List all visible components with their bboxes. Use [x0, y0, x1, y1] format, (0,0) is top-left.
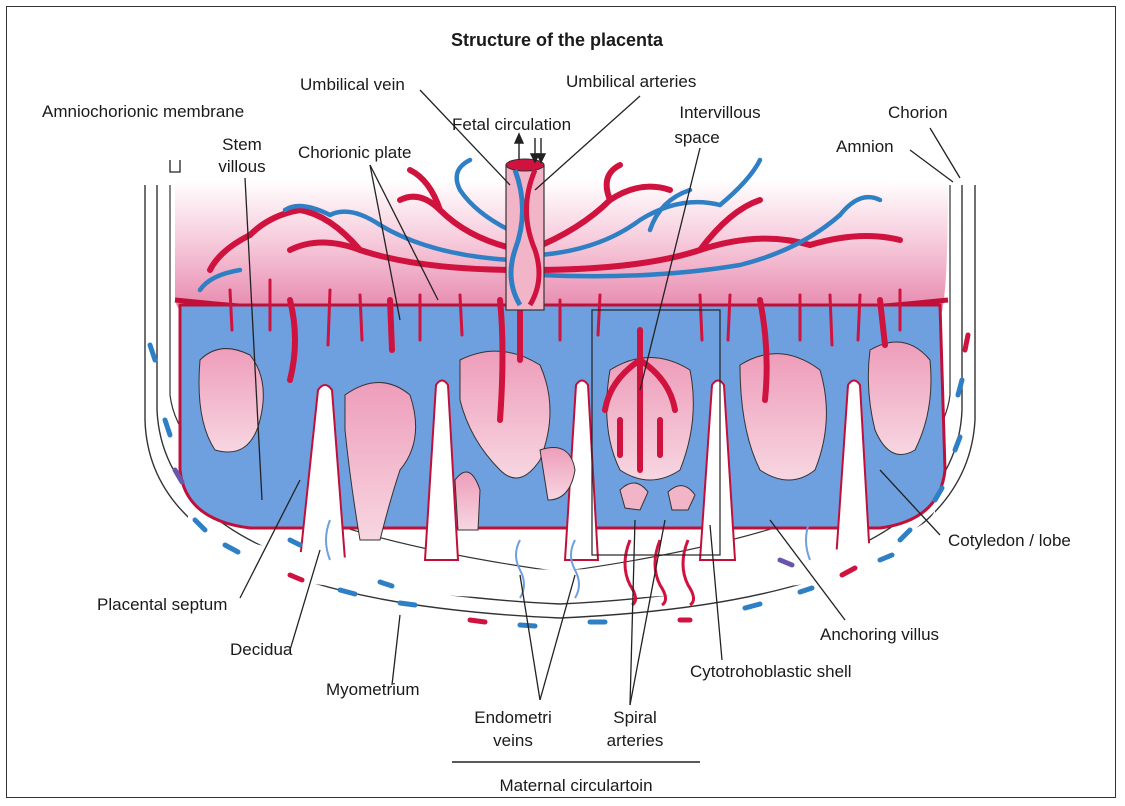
label-cotyledon-lobe: Cotyledon / lobe	[948, 531, 1071, 550]
umbilical-cord	[506, 159, 544, 310]
label-decidua: Decidua	[230, 640, 293, 659]
label-placental-septum: Placental septum	[97, 595, 227, 614]
fetal-circulation-arrows	[515, 134, 545, 162]
label-intervillous-2: space	[674, 128, 719, 147]
label-anchoring-villus: Anchoring villus	[820, 625, 939, 644]
label-amniochorionic-membrane: Amniochorionic membrane	[42, 102, 244, 121]
label-chorionic-plate: Chorionic plate	[298, 143, 411, 162]
label-cytotrophoblastic-shell: Cytotrohoblastic shell	[690, 662, 852, 681]
label-spiral-arteries-1: Spiral	[613, 708, 656, 727]
label-umbilical-vein: Umbilical vein	[300, 75, 405, 94]
label-stem-villous-2: villous	[218, 157, 265, 176]
label-endometrial-veins-2: veins	[493, 731, 533, 750]
label-fetal-circulation: Fetal circulation	[452, 115, 571, 134]
label-umbilical-arteries: Umbilical arteries	[566, 72, 696, 91]
label-spiral-arteries-2: arteries	[607, 731, 664, 750]
label-endometrial-veins-1: Endometri	[474, 708, 551, 727]
label-myometrium: Myometrium	[326, 680, 420, 699]
label-intervillous-1: Intervillous	[679, 103, 760, 122]
label-maternal-circulation: Maternal circulartoin	[499, 776, 652, 795]
label-stem-villous-1: Stem	[222, 135, 262, 154]
diagram-title: Structure of the placenta	[451, 30, 664, 50]
label-amnion: Amnion	[836, 137, 894, 156]
label-chorion: Chorion	[888, 103, 948, 122]
